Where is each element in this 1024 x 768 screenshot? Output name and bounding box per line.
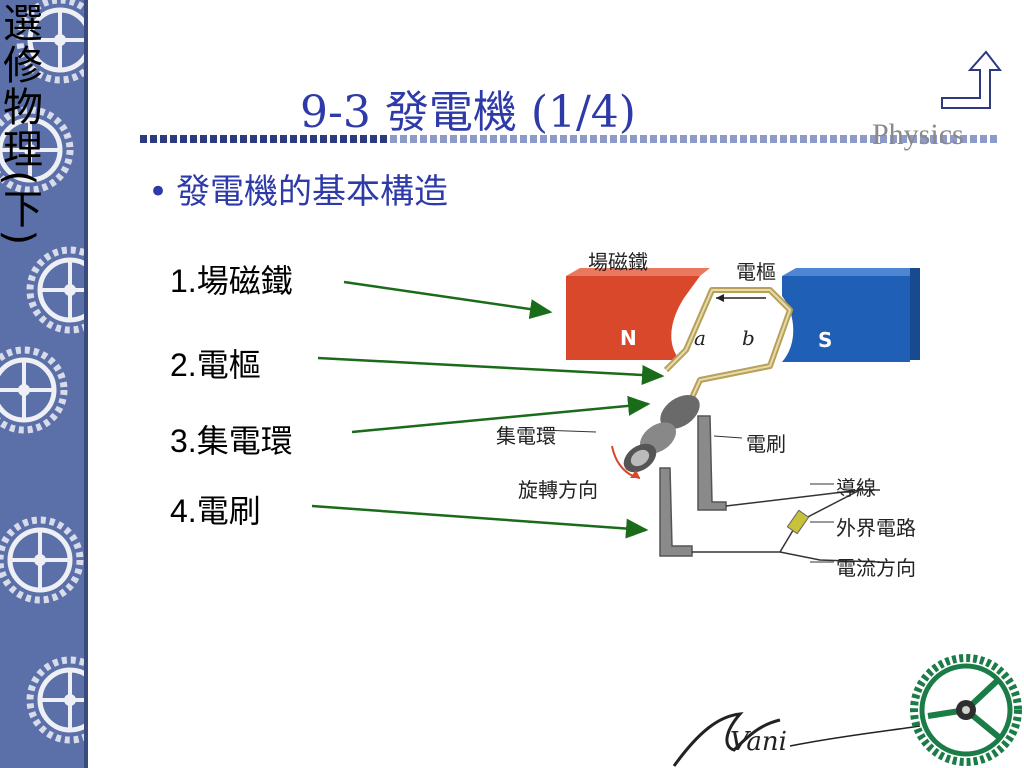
sidebar-title: 選修物理(下) bbox=[0, 2, 42, 248]
item-number: 3. bbox=[170, 423, 197, 459]
item-label: 集電環 bbox=[196, 422, 293, 460]
signature-text: Vani bbox=[730, 727, 787, 757]
brush-upper bbox=[697, 415, 727, 511]
signature-logo: Vani bbox=[672, 712, 921, 767]
brush-lower bbox=[659, 467, 693, 557]
item-number: 4. bbox=[170, 493, 197, 529]
label-external-circuit: 外界電路 bbox=[836, 516, 916, 540]
external-resistor bbox=[786, 509, 810, 535]
label-current-direction: 電流方向 bbox=[836, 556, 916, 580]
south-pole-top bbox=[782, 268, 920, 276]
item-label: 電樞 bbox=[196, 346, 261, 384]
arrow-slip-rings bbox=[351, 395, 651, 434]
gear-pattern bbox=[0, 0, 88, 768]
return-arrow-icon[interactable] bbox=[938, 48, 1002, 110]
generator-illustration bbox=[539, 268, 920, 563]
south-pole-face bbox=[782, 276, 910, 362]
label-north: N bbox=[620, 326, 637, 350]
bullet-dot: • bbox=[148, 172, 169, 212]
north-pole-top bbox=[566, 268, 710, 276]
title-divider bbox=[140, 135, 1000, 143]
brand-text: Physics bbox=[872, 118, 964, 151]
list-item-2: 2.電樞 bbox=[170, 340, 261, 386]
arrow-field-magnet bbox=[343, 280, 553, 320]
item-number: 1. bbox=[170, 263, 197, 299]
list-item-3: 3.集電環 bbox=[170, 416, 293, 462]
label-wire: 導線 bbox=[836, 476, 876, 500]
label-south: S bbox=[818, 328, 833, 352]
item-label: 場磁鐵 bbox=[196, 262, 293, 300]
label-slip-rings: 集電環 bbox=[496, 424, 556, 448]
gear-icon bbox=[910, 654, 1022, 766]
label-field-magnet: 場磁鐵 bbox=[588, 250, 648, 274]
slip-ring-1 bbox=[660, 394, 700, 430]
sidebar: 選修物理(下) bbox=[0, 0, 88, 768]
north-pole-face bbox=[566, 276, 700, 360]
item-number: 2. bbox=[170, 347, 197, 383]
label-side-b: b bbox=[742, 326, 755, 350]
bullet-text: 發電機的基本構造 bbox=[176, 172, 449, 212]
item-label: 電刷 bbox=[196, 492, 261, 530]
bullet-heading: •發電機的基本構造 bbox=[148, 164, 448, 213]
list-item-1: 1.場磁鐵 bbox=[170, 256, 293, 302]
arrow-armature bbox=[317, 356, 665, 385]
label-side-a: a bbox=[694, 326, 706, 350]
arrow-brush bbox=[311, 504, 649, 539]
label-brush: 電刷 bbox=[746, 432, 786, 456]
list-item-4: 4.電刷 bbox=[170, 486, 261, 532]
slide-title: 9-3 發電機 (1/4) bbox=[300, 87, 636, 138]
label-armature: 電樞 bbox=[736, 260, 776, 284]
label-rotation: 旋轉方向 bbox=[518, 478, 598, 502]
generator-diagram: 場磁鐵 電樞 N S a b 集電環 電刷 旋轉方向 導線 外界電路 電流方向 bbox=[480, 240, 960, 580]
